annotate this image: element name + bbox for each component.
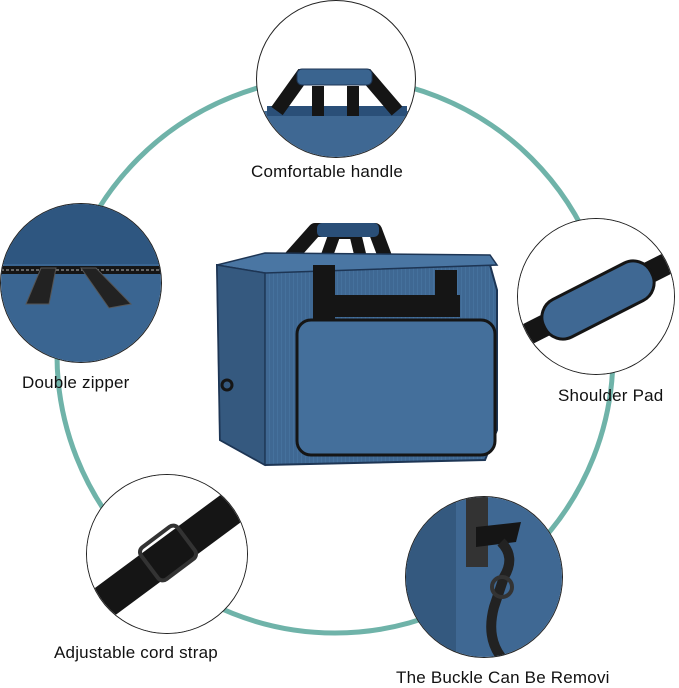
pad-detail [517,218,675,375]
zipper-detail [0,203,162,363]
caption-buckle: The Buckle Can Be Removi [396,668,610,687]
strap-buckle-closeup [87,475,247,633]
clip-buckle-closeup [406,497,562,657]
buckle-detail [405,496,563,658]
handle-detail [256,0,416,158]
handle-closeup [257,68,415,157]
caption-strap: Adjustable cord strap [54,643,218,662]
caption-zipper: Double zipper [22,373,130,392]
caption-pad: Shoulder Pad [558,386,664,405]
duffel-bag-image [215,223,499,467]
strap-detail [86,474,248,634]
caption-handle: Comfortable handle [251,162,403,181]
shoulder-pad-closeup [518,219,674,374]
zipper-closeup [1,204,161,362]
